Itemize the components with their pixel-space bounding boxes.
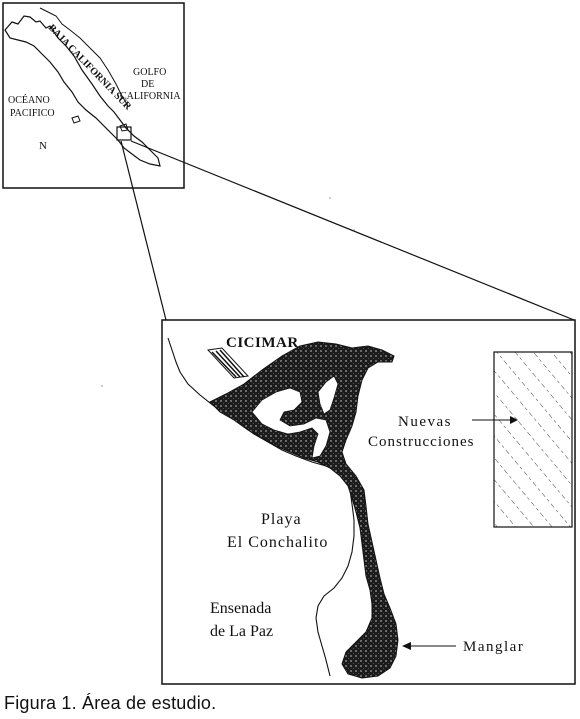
new-construction-arrowhead	[510, 416, 518, 424]
gulf-label-line3: CALIFORNIA	[120, 91, 181, 102]
new-construction-label-line1: Nuevas	[398, 414, 452, 430]
cicimar-label: CICIMAR	[226, 335, 299, 351]
scan-speck	[329, 197, 331, 199]
connector-line-left	[120, 140, 167, 321]
ocean-label-line1: OCÉANO	[8, 94, 50, 106]
inset-coastline-mainland	[39, 7, 129, 107]
bay-label-line1: Ensenada	[210, 600, 271, 617]
north-label: N	[39, 140, 47, 152]
ocean-label-line2: PACIFICO	[10, 108, 55, 119]
scan-speck	[353, 229, 355, 231]
figure-caption: Figura 1. Área de estudio.	[4, 693, 217, 713]
beach-label-line1: Playa	[261, 511, 302, 528]
scan-speck	[101, 385, 103, 387]
new-construction-label-line2: Construcciones	[368, 434, 474, 450]
new-construction-area	[493, 351, 573, 528]
inset-island-1	[71, 115, 81, 124]
mangrove-arrowhead	[402, 642, 411, 650]
inset-coastline-peninsula	[4, 15, 161, 167]
cicimar-building-icon	[206, 347, 250, 379]
study-area-marker	[116, 126, 132, 141]
inset-map: BAJA CALIFORNIA SUR GOLFO DE CALIFORNIA …	[2, 2, 185, 189]
gulf-label-line2: DE	[141, 79, 154, 90]
connector-line-right	[130, 140, 575, 321]
detail-map: CICIMAR Nuevas Construcciones Playa El C…	[161, 319, 576, 685]
beach-label-line2: El Conchalito	[227, 534, 328, 551]
mangrove-channel-2	[317, 375, 339, 415]
mangrove-area	[209, 341, 399, 679]
inset-island-2	[119, 123, 129, 132]
mangrove-inner-channel	[251, 387, 331, 459]
mangrove-label: Manglar	[463, 639, 524, 655]
gulf-label-line1: GOLFO	[133, 67, 166, 78]
inset-map-frame	[2, 2, 185, 189]
bay-label-line2: de La Paz	[210, 623, 273, 640]
